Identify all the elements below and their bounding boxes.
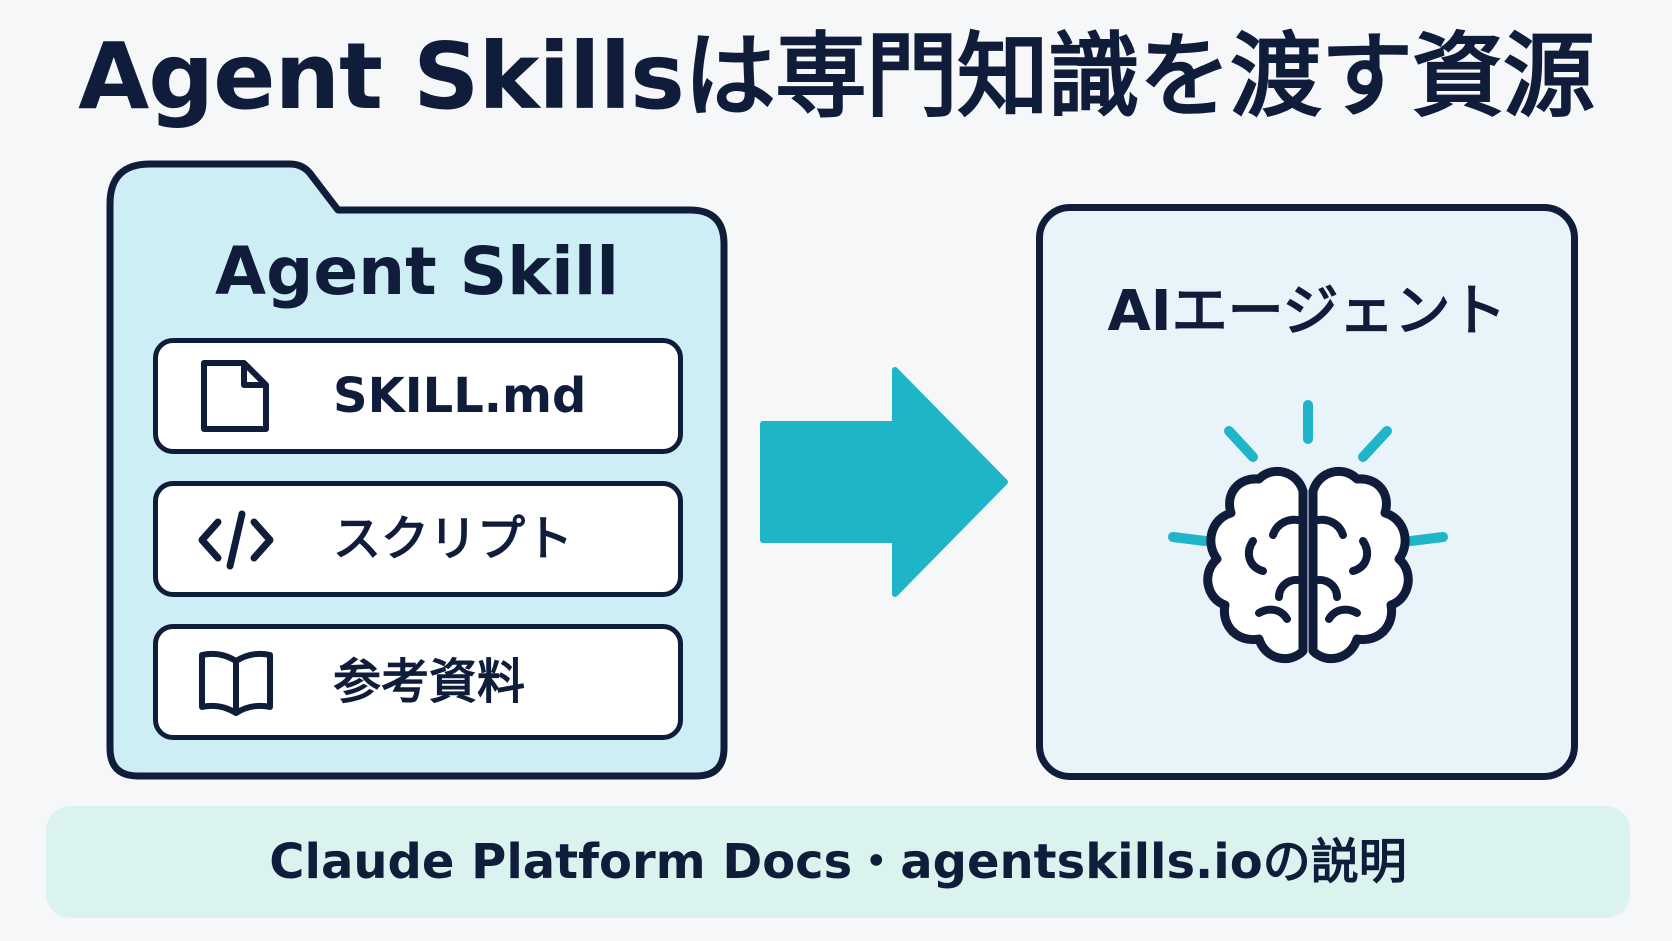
skill-item-label: 参考資料 <box>333 654 526 710</box>
footer-text: Claude Platform Docs・agentskills.ioの説明 <box>269 834 1407 890</box>
skill-item-script: スクリプト <box>153 481 683 597</box>
folder-icon <box>106 160 728 780</box>
skill-folder-title: Agent Skill <box>215 233 619 310</box>
code-icon <box>198 510 274 570</box>
page-title: Agent Skillsは専門知識を渡す資源 <box>78 23 1595 130</box>
book-icon <box>199 650 273 716</box>
document-icon <box>201 360 269 432</box>
ai-agent-box: AIエージェント <box>1036 204 1578 780</box>
brain-icon <box>1168 400 1448 664</box>
skill-item-label: スクリプト <box>333 511 574 567</box>
skill-item-label: SKILL.md <box>333 368 587 424</box>
footer-banner: Claude Platform Docs・agentskills.ioの説明 <box>46 806 1630 918</box>
ai-agent-title: AIエージェント <box>1107 279 1507 344</box>
skill-item-skill-md: SKILL.md <box>153 338 683 454</box>
arrow-right-icon <box>760 367 1008 597</box>
skill-item-reference: 参考資料 <box>153 624 683 740</box>
